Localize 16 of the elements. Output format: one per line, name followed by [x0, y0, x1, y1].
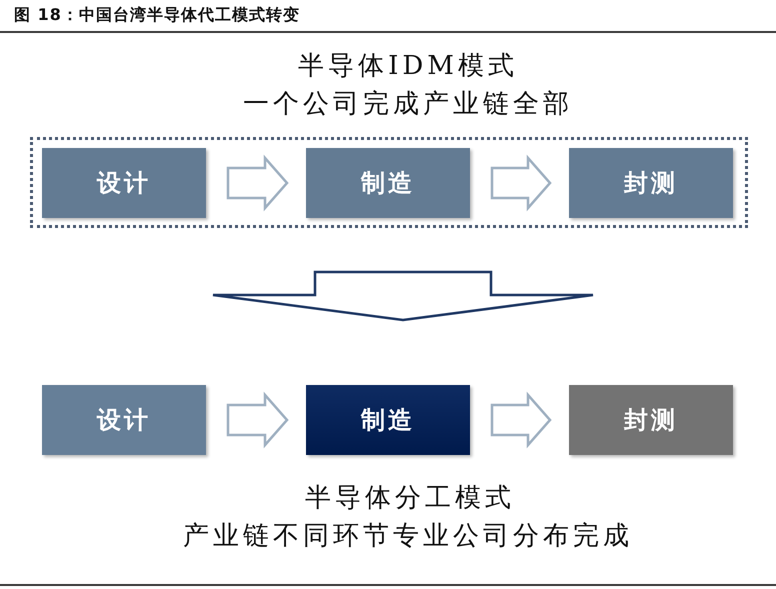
group-description: 一个公司完成产业链全部	[243, 88, 573, 120]
block-arrow	[226, 154, 289, 212]
mode-heading: 半导体分工模式	[305, 482, 515, 514]
process-box: 制造	[306, 148, 470, 218]
process-box: 设计	[42, 148, 206, 218]
process-box: 设计	[42, 385, 206, 455]
figure-title: 图 18：中国台湾半导体代工模式转变	[14, 5, 300, 25]
process-box: 封测	[569, 385, 733, 455]
mode-description: 产业链不同环节专业公司分布完成	[183, 520, 633, 552]
block-arrow	[490, 154, 552, 212]
process-box: 封测	[569, 148, 733, 218]
process-box: 制造	[306, 385, 470, 455]
group-heading: 半导体IDM模式	[298, 50, 518, 82]
block-arrow	[490, 392, 552, 448]
block-arrow	[212, 270, 594, 322]
block-arrow	[226, 392, 289, 448]
